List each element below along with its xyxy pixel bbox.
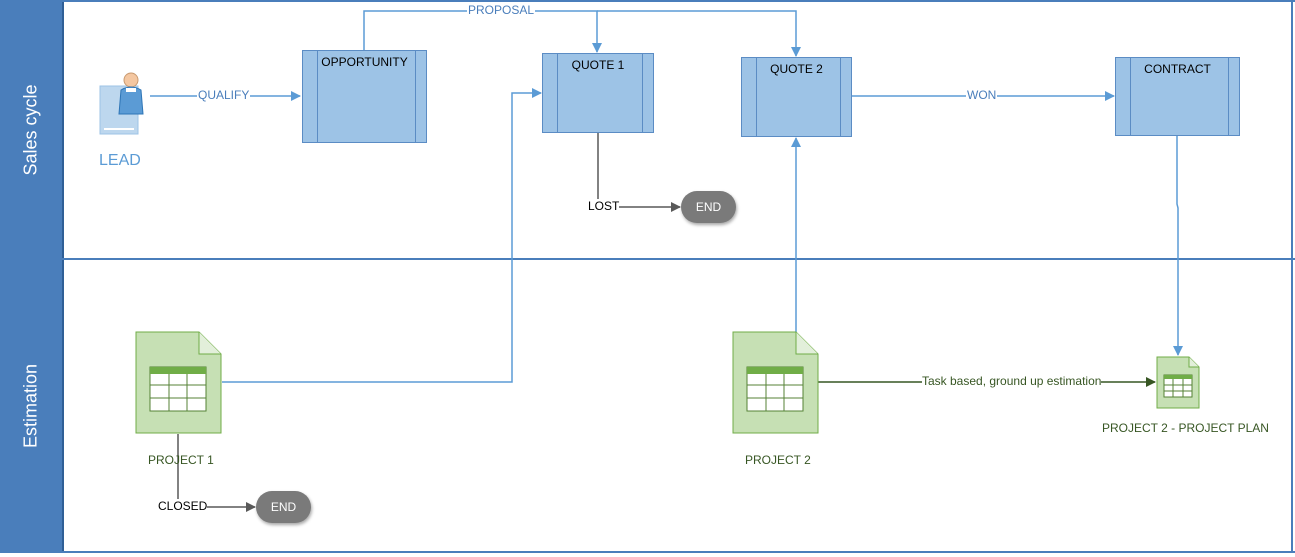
project-plan-label: PROJECT 2 - PROJECT PLAN xyxy=(1102,421,1269,435)
edge-proposal-quote2 xyxy=(597,10,801,57)
lane-body-sales xyxy=(62,0,1293,259)
quote2-box[interactable]: QUOTE 2 xyxy=(741,57,852,137)
edge-proposal-quote1 xyxy=(363,10,602,53)
lane-border-bottom xyxy=(0,551,1295,553)
contract-box[interactable]: CONTRACT xyxy=(1115,57,1240,136)
lead-person-icon xyxy=(99,72,144,135)
quote2-label: QUOTE 2 xyxy=(770,62,823,76)
lane-body-estimation xyxy=(62,259,1293,552)
edge-lost xyxy=(597,132,681,212)
end-node-sales[interactable]: END xyxy=(681,191,736,223)
edge-label-closed: CLOSED xyxy=(158,499,208,513)
quote1-box[interactable]: QUOTE 1 xyxy=(542,53,654,133)
project1-label: PROJECT 1 xyxy=(148,453,214,467)
end-node-estimation[interactable]: END xyxy=(256,491,311,523)
edge-label-lost: LOST xyxy=(588,199,620,213)
lane-divider xyxy=(0,258,1295,260)
edge-label-proposal: PROPOSAL xyxy=(467,3,536,17)
opportunity-label: OPPORTUNITY xyxy=(321,55,408,69)
opportunity-box[interactable]: OPPORTUNITY xyxy=(302,50,427,143)
contract-label: CONTRACT xyxy=(1144,62,1211,76)
project-plan-spreadsheet-icon[interactable] xyxy=(1156,356,1201,410)
edge-contract-plan xyxy=(1173,135,1183,356)
edge-closed xyxy=(177,434,256,512)
lane-header-sales: Sales cycle xyxy=(0,0,64,259)
edge-label-won: WON xyxy=(966,88,998,102)
project1-spreadsheet-icon[interactable] xyxy=(135,331,223,435)
edge-project1-quote1 xyxy=(222,88,542,383)
edge-label-qualify: QUALIFY xyxy=(197,88,251,102)
quote1-label: QUOTE 1 xyxy=(571,58,625,72)
lead-label: LEAD xyxy=(99,152,141,169)
project2-label: PROJECT 2 xyxy=(745,453,811,467)
project2-spreadsheet-icon[interactable] xyxy=(732,331,820,435)
lane-border-top xyxy=(0,0,1295,2)
lane-header-estimation: Estimation xyxy=(0,259,64,552)
edge-label-estimation: Task based, ground up estimation xyxy=(922,374,1102,388)
